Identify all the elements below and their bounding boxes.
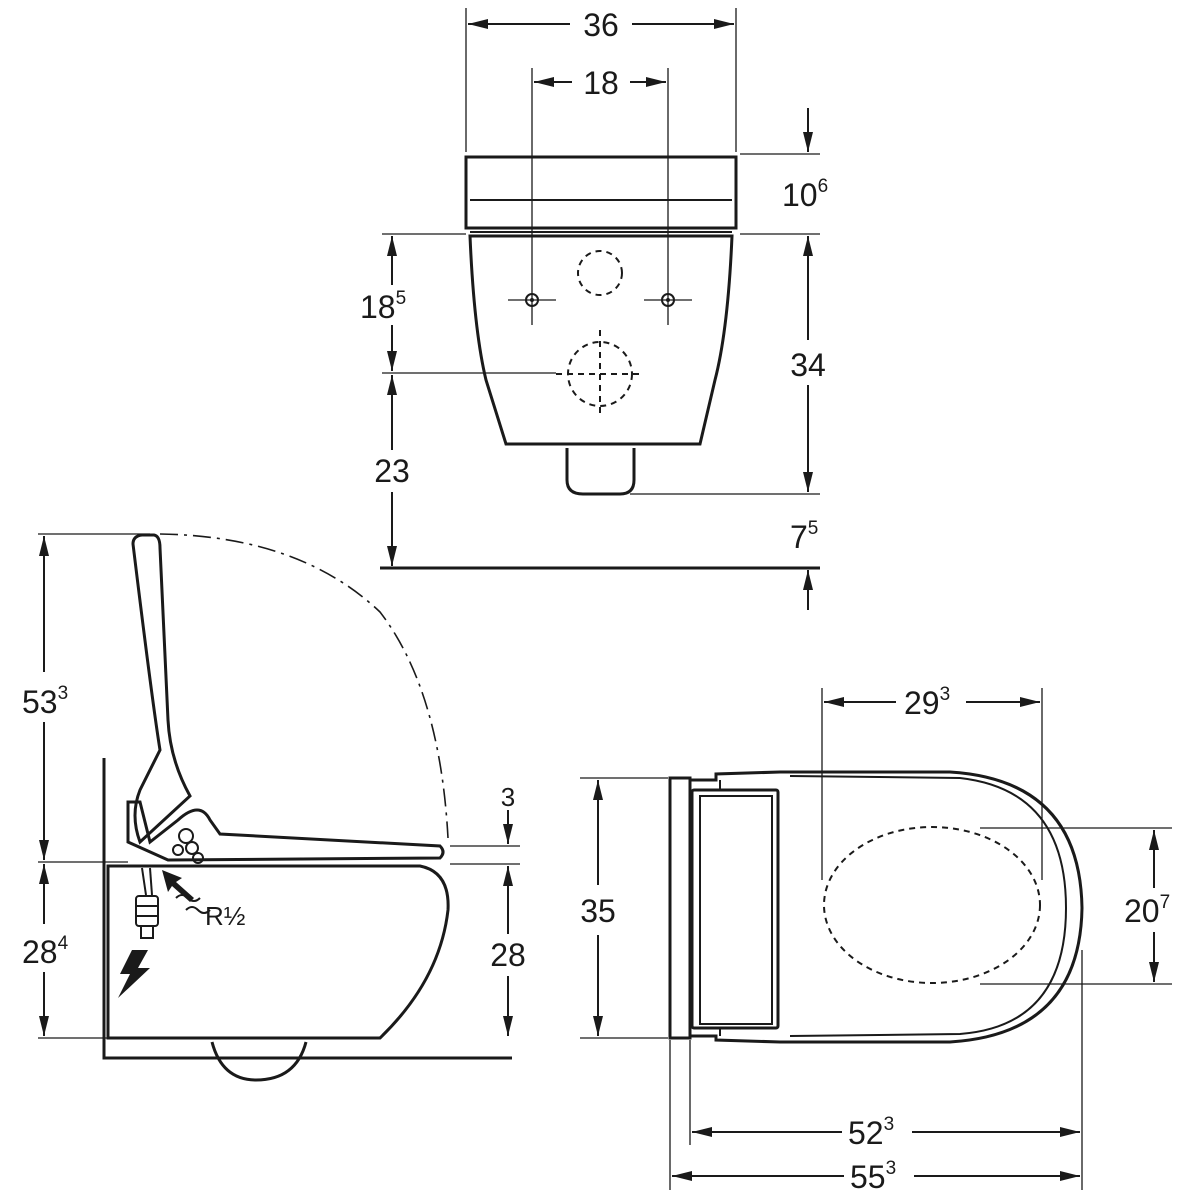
- dim-opening-width: 207: [1124, 830, 1170, 982]
- lid-housing-top: [690, 788, 780, 1030]
- label-20-7: 207: [1124, 892, 1170, 929]
- dim-width-36: 36: [468, 7, 734, 43]
- bowl-opening: [823, 826, 1041, 984]
- dim-body-height: 34: [790, 236, 826, 492]
- dim-width-18: 18: [534, 65, 666, 101]
- dim-rim-height: 28: [490, 866, 526, 1036]
- side-view: R½ 533 284 3 28: [22, 533, 526, 1082]
- label-23: 23: [374, 453, 410, 489]
- dim-floor-gap: 75: [790, 518, 818, 610]
- dim-lid-height: 533: [22, 536, 68, 860]
- label-29-3: 293: [904, 684, 950, 721]
- wall-floor: [102, 758, 512, 1060]
- lid-swing-arc: [159, 533, 449, 839]
- dim-bowl-width: 293: [824, 684, 1040, 721]
- seat-block: [464, 155, 738, 230]
- label-18: 18: [583, 65, 619, 101]
- dim-outlet-height: 23: [374, 375, 410, 566]
- label-36: 36: [583, 7, 619, 43]
- dim-top-width: 35: [580, 780, 616, 1036]
- wall-plate: [668, 776, 692, 1040]
- label-18-5: 185: [360, 288, 406, 325]
- label-34: 34: [790, 347, 826, 383]
- fixing-point-left: [508, 293, 556, 307]
- lid-open: [131, 533, 192, 845]
- label-53-3: 533: [22, 683, 68, 720]
- label-7-5: 75: [790, 518, 818, 555]
- label-water-connection: R½: [205, 901, 245, 931]
- water-arrow-icon: [162, 870, 194, 902]
- trap-side: [210, 1041, 308, 1082]
- label-35: 35: [580, 893, 616, 929]
- front-view: 36 18: [360, 7, 828, 610]
- label-55-3: 553: [850, 1158, 896, 1195]
- inlet-circle: [577, 250, 623, 296]
- top-view: 293 35 207 523 553: [580, 684, 1172, 1195]
- dim-seat-height: 106: [782, 108, 828, 213]
- bowl-side: [106, 864, 450, 1040]
- dim-body-side: 284: [22, 864, 69, 1036]
- label-3: 3: [501, 782, 515, 812]
- power-plug: [135, 895, 159, 927]
- trap-outlet: [565, 448, 636, 496]
- label-28-4: 284: [22, 933, 69, 970]
- bowl-front: [468, 234, 734, 446]
- dim-length-inner: 523: [692, 1114, 1080, 1151]
- dim-fix-height: 185: [360, 236, 406, 371]
- dim-length-total: 553: [672, 1158, 1080, 1195]
- label-52-3: 523: [848, 1114, 894, 1151]
- seat-hinge: [126, 800, 445, 862]
- seat-outline-top: [688, 770, 1084, 1044]
- label-28: 28: [490, 937, 526, 973]
- fixing-point-right: [644, 293, 692, 307]
- electric-icon: [118, 950, 150, 998]
- dim-seat-thickness: 3: [501, 782, 515, 844]
- label-10-6: 106: [782, 176, 828, 213]
